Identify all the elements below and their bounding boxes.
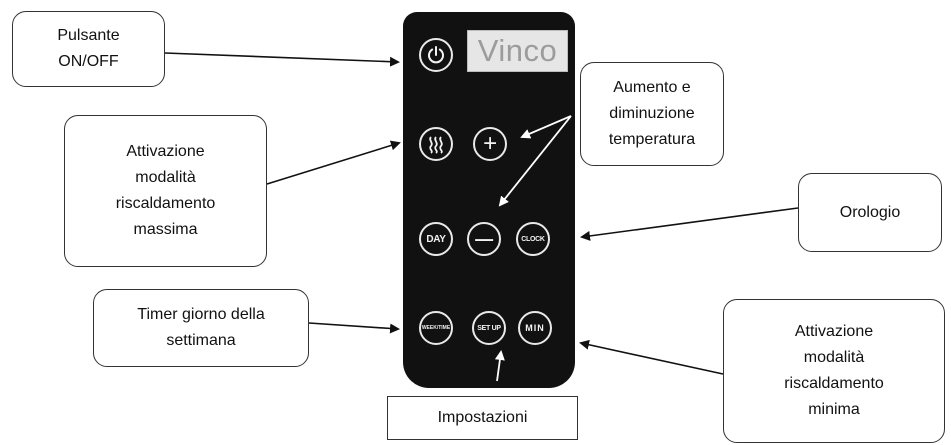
week-time-button[interactable]: WEEK/TIME bbox=[419, 311, 453, 345]
callout-clock: Orologio bbox=[798, 173, 942, 252]
callout-timer-text: Timer giorno della settimana bbox=[137, 306, 265, 349]
callout-temperature: Aumento e diminuzione temperatura bbox=[580, 62, 724, 166]
power-icon bbox=[428, 46, 444, 64]
setup-button[interactable]: SET UP bbox=[472, 311, 506, 345]
plus-button[interactable]: + bbox=[473, 127, 507, 161]
arrow-timer bbox=[308, 322, 400, 334]
callout-min-heat-text: Attivazione modalità riscaldamento minim… bbox=[784, 323, 884, 418]
heat-waves-icon bbox=[429, 136, 443, 154]
clock-label: CLOCK bbox=[521, 235, 545, 243]
minus-button[interactable]: — bbox=[467, 222, 501, 256]
max-heat-button[interactable] bbox=[419, 127, 453, 161]
minus-label: — bbox=[475, 228, 493, 249]
day-button[interactable]: DAY bbox=[419, 222, 453, 256]
arrow-min-heat bbox=[579, 339, 724, 375]
min-label: MIN bbox=[525, 323, 545, 333]
callout-power: Pulsante ON/OFF bbox=[12, 11, 165, 87]
callout-max-heat: Attivazione modalità riscaldamento massi… bbox=[64, 115, 267, 267]
callout-setup-text: Impostazioni bbox=[437, 409, 528, 426]
plus-label: + bbox=[483, 130, 497, 157]
callout-temperature-text: Aumento e diminuzione temperatura bbox=[608, 79, 696, 148]
arrow-power bbox=[164, 52, 400, 67]
brand-logo: Vinco bbox=[467, 30, 568, 72]
callout-timer: Timer giorno della settimana bbox=[93, 289, 309, 367]
arrow-clock bbox=[580, 207, 799, 241]
callout-max-heat-text: Attivazione modalità riscaldamento massi… bbox=[115, 143, 216, 238]
arrow-max-heat bbox=[266, 140, 401, 185]
clock-button[interactable]: CLOCK bbox=[516, 222, 550, 256]
callout-clock-text: Orologio bbox=[839, 203, 901, 221]
callout-setup: Impostazioni bbox=[387, 396, 578, 440]
week-time-label: WEEK/TIME bbox=[421, 325, 451, 331]
callout-min-heat: Attivazione modalità riscaldamento minim… bbox=[723, 299, 945, 443]
power-button[interactable] bbox=[419, 38, 453, 72]
callout-power-text: Pulsante ON/OFF bbox=[57, 27, 120, 70]
min-button[interactable]: MIN bbox=[518, 311, 552, 345]
setup-label: SET UP bbox=[477, 324, 501, 332]
day-label: DAY bbox=[426, 233, 446, 245]
